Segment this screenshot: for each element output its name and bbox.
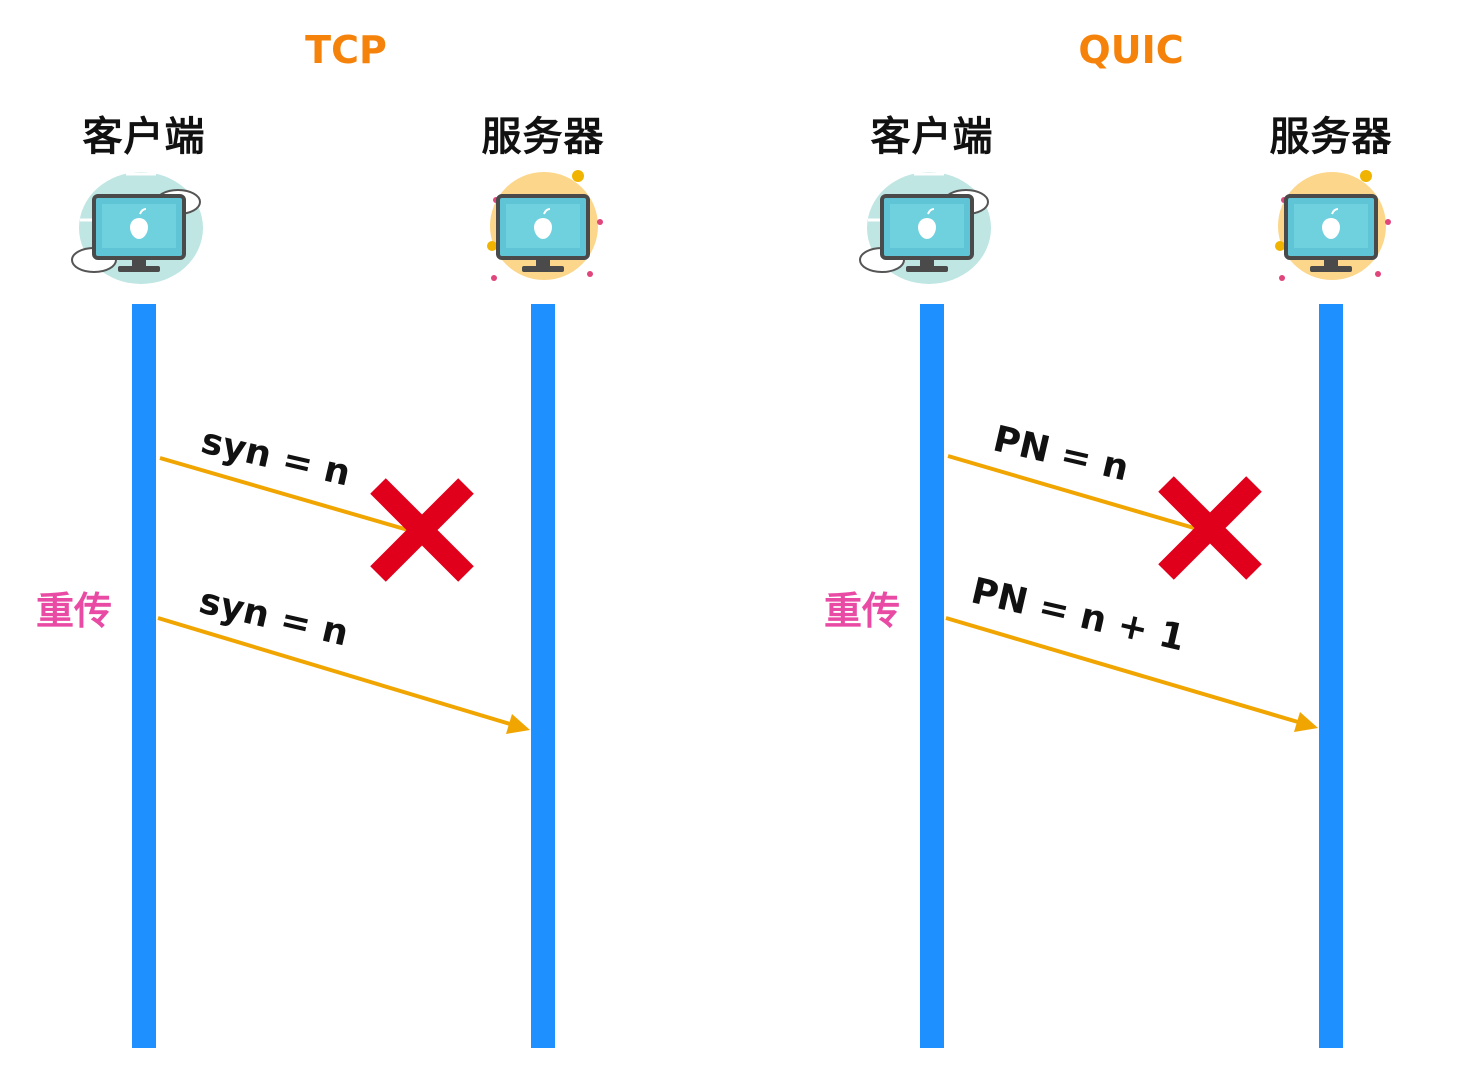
- tcp-arrowhead: [506, 714, 530, 734]
- quic-diagram: QUIC 客户端 服务器 重传 PN = n PN = n + 1: [788, 0, 1477, 1080]
- tcp-message-arrows: [157, 456, 530, 734]
- server-computer-icon: [487, 170, 603, 281]
- quic-client-label: 客户端: [870, 114, 994, 160]
- quic-lost-message-arrow: [947, 454, 1195, 530]
- quic-lost-packet-x-icon: [1158, 476, 1262, 580]
- quic-retransmit-label: 重传: [824, 589, 901, 633]
- tcp-server-label: 服务器: [481, 114, 605, 160]
- quic-retransmit-arrow: [945, 616, 1299, 724]
- quic-server-lifeline: [1319, 304, 1343, 1048]
- client-computer-icon: [71, 172, 203, 284]
- tcp-lost-message-arrow: [159, 456, 409, 532]
- tcp-client-label: 客户端: [82, 114, 206, 160]
- quic-title: QUIC: [1078, 28, 1184, 72]
- tcp-lost-packet-x-icon: [370, 478, 474, 582]
- quic-server-label: 服务器: [1269, 114, 1393, 160]
- quic-client-lifeline: [920, 304, 944, 1048]
- tcp-client-lifeline: [132, 304, 156, 1048]
- tcp-server-lifeline: [531, 304, 555, 1048]
- tcp-retransmit-label: 重传: [36, 589, 113, 633]
- server-computer-icon: [1275, 170, 1391, 281]
- tcp-title: TCP: [305, 28, 387, 72]
- client-computer-icon: [859, 172, 991, 284]
- tcp-retransmit-arrow: [157, 616, 511, 726]
- quic-message-arrows: [945, 454, 1318, 732]
- tcp-diagram: TCP 客户端 服务器 重传 syn = n syn = n: [0, 0, 738, 1080]
- quic-arrowhead: [1294, 712, 1318, 732]
